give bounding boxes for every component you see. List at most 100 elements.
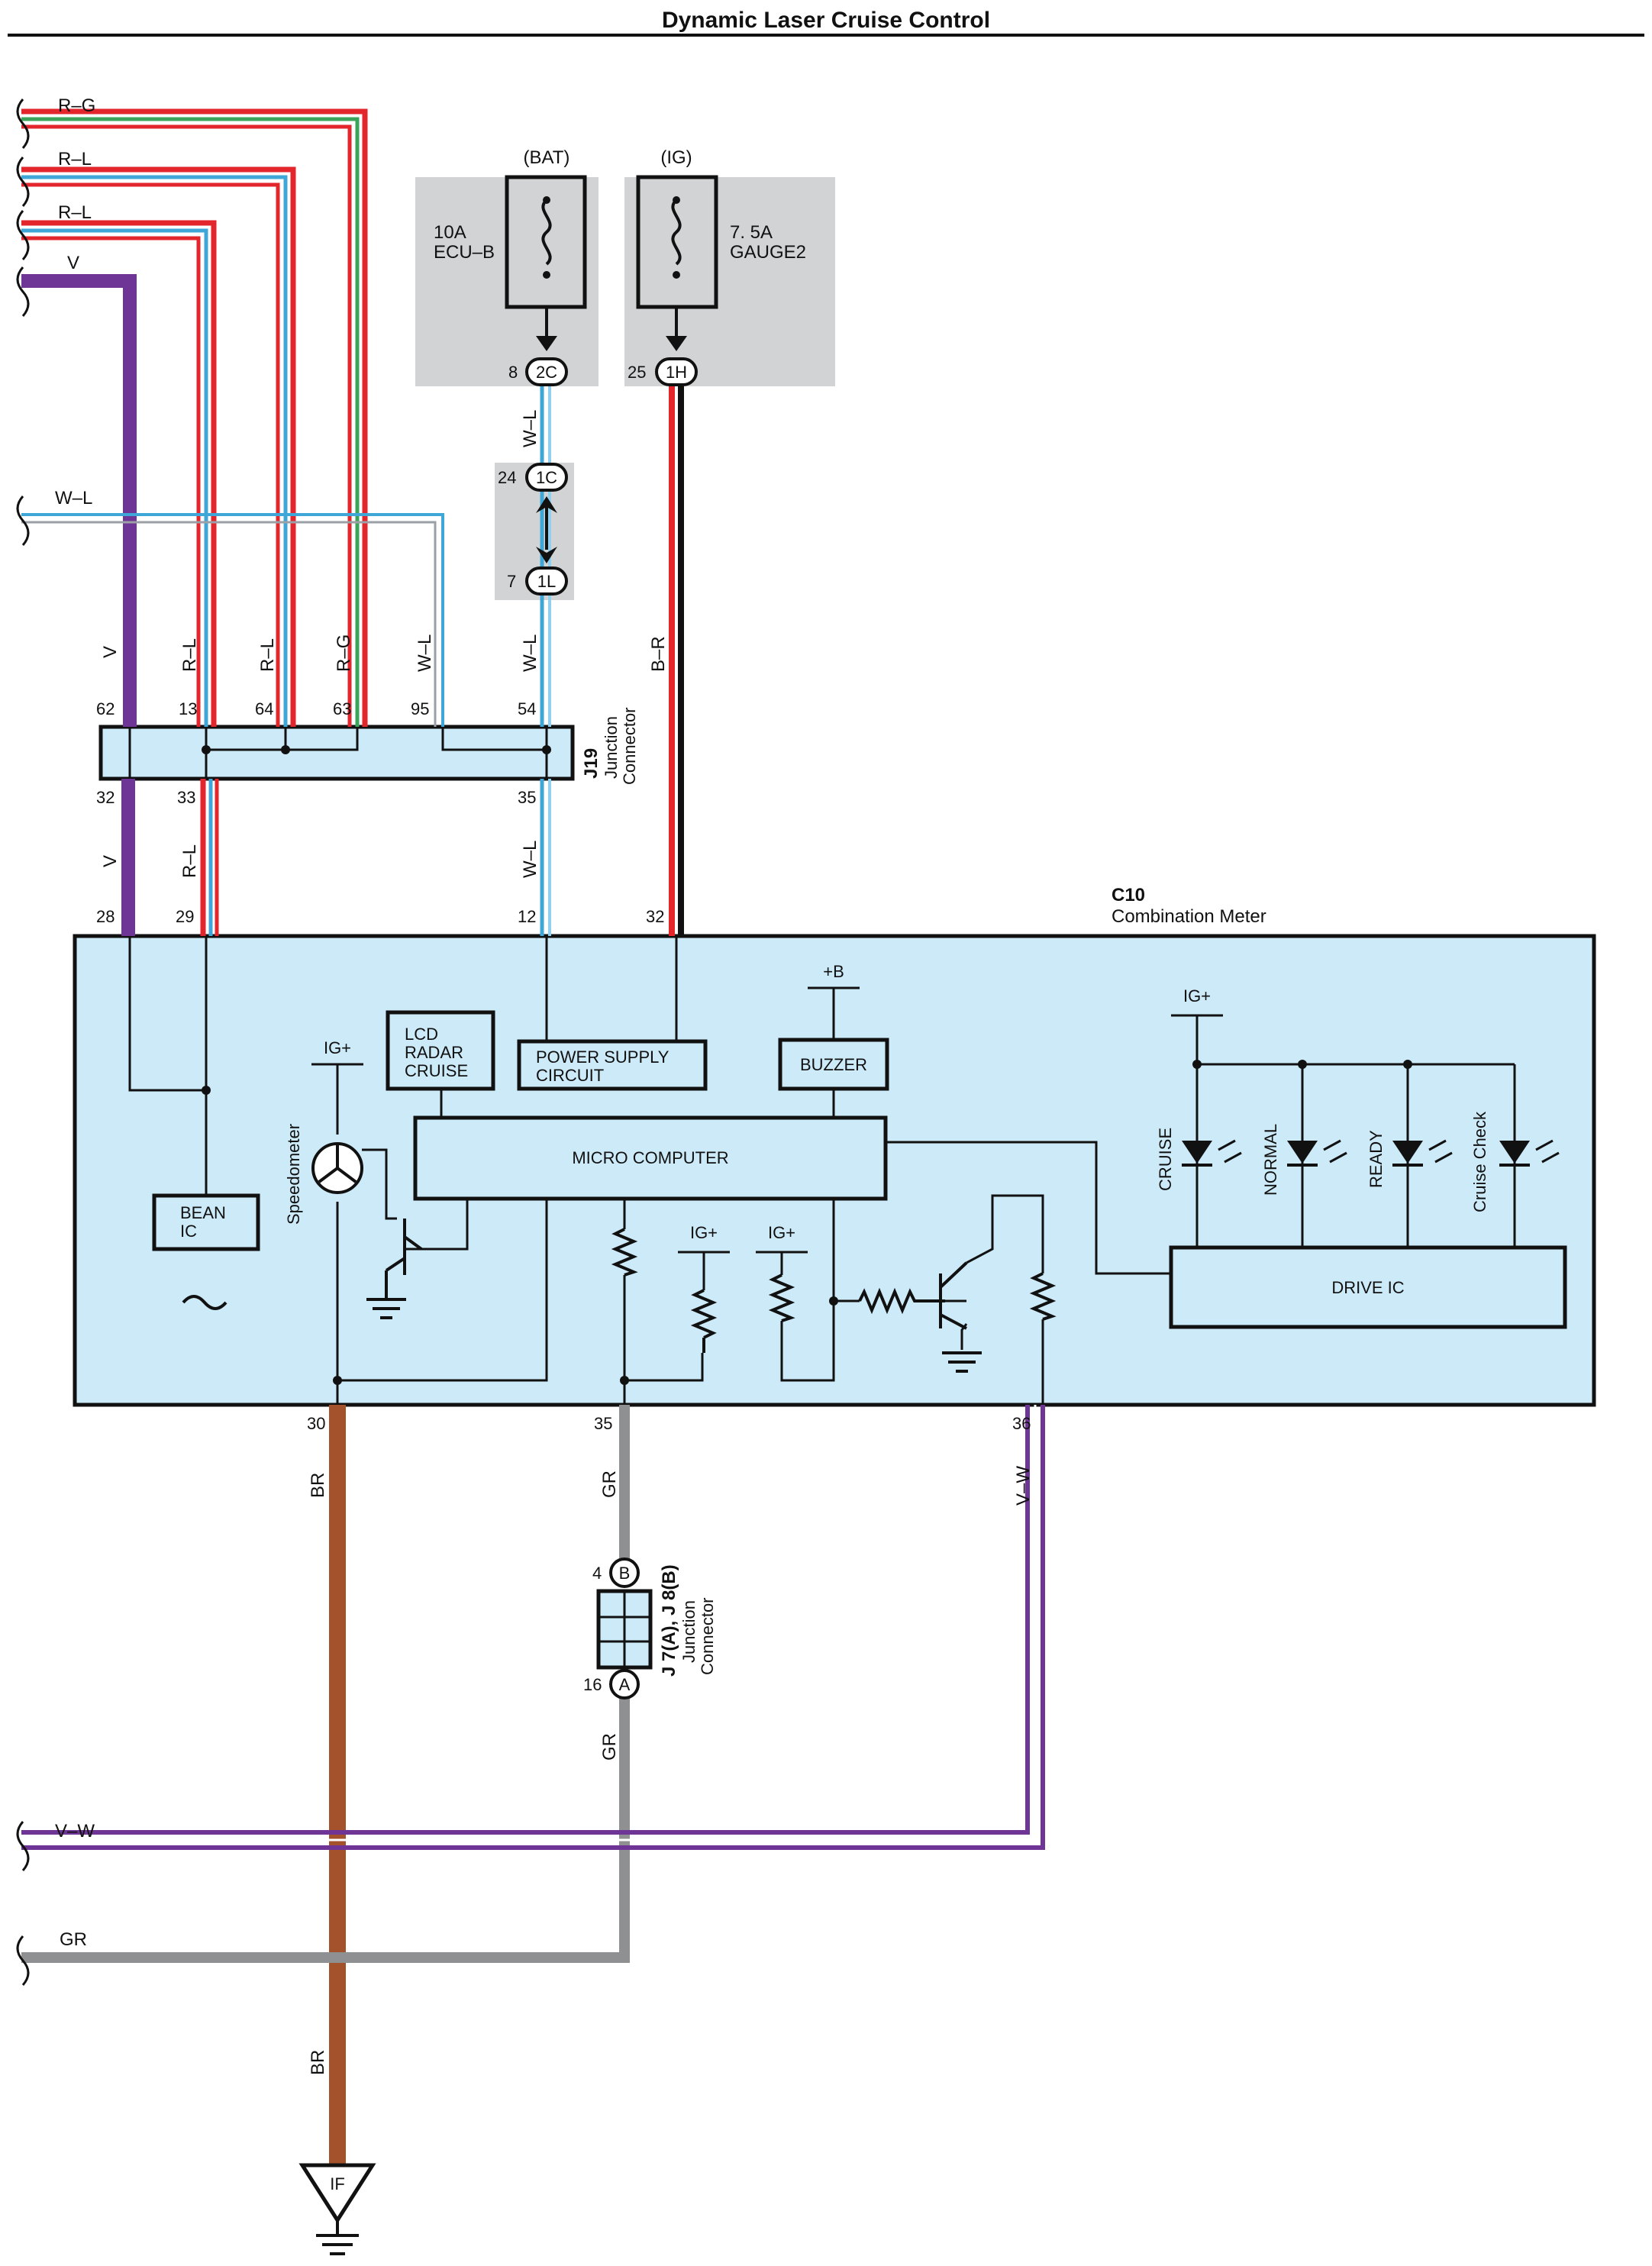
vlabel-gr-top: GR [599,1470,620,1498]
j19-pin-95: 95 [411,699,429,718]
wire-vw-violet-b [21,1405,1030,1835]
vlabel-br-bottom: BR [308,2050,328,2075]
wire-rg-green-stripe [21,117,360,727]
vlabel-rl-bottom: R–L [179,844,200,878]
drive-transistor [939,1261,968,1330]
lcd-radar-cruise-box [386,1010,495,1091]
label-wire-wl: W–L [55,488,92,508]
drive-transistor-c [939,1261,968,1289]
label-wire-rl1: R–L [58,202,92,223]
vlabel-rg: R–G [334,634,354,672]
meter-pin-30: 30 [307,1414,325,1433]
buzzer-box [778,1038,889,1091]
speedometer-gauge [311,1142,363,1194]
inline-arrow-up [536,496,557,513]
wire-gr-bottom [21,1687,630,1963]
fuse-bat-supply: (BAT) [524,147,570,168]
vlabel-rl2: R–L [257,638,278,672]
fuse-ig-arrow [666,336,687,351]
dot-ground [333,1376,342,1385]
wire-wl-left-white [21,521,437,727]
bean-line2: IC [180,1222,197,1241]
diagram-title: Dynamic Laser Cruise Control [662,8,990,33]
meter-pin-35: 35 [594,1414,612,1433]
ground-if-triangle [298,2163,376,2224]
meter-code: C10 [1112,885,1145,905]
micro-computer-box [413,1115,888,1201]
j19-pin-13: 13 [179,699,197,718]
dot-bean [202,1086,211,1095]
break-v [16,266,30,317]
micro-computer-label: MICRO COMPUTER [572,1148,728,1167]
j19-pin-54: 54 [518,699,536,718]
connector-2c [525,357,568,386]
j19-code: J19 [581,748,602,779]
wire-rl2-red-b [21,182,280,727]
j7-j8-junction: B 4 A 16 [583,1557,653,1700]
fuse-ig-node-bottom [673,271,680,279]
indicator-cruise: CRUISE [1156,1128,1175,1191]
indicator-leds [1182,1139,1560,1167]
j19-node-rl1 [202,745,211,754]
j19-pin-32: 32 [96,788,115,807]
wire-rl2-red [21,166,296,727]
meter-pin-36: 36 [1012,1414,1031,1433]
meter-junction-dots [202,1060,1412,1385]
power-supply-box [517,1039,708,1091]
connector-1h [655,357,698,386]
lcd-line3: CRUISE [405,1061,468,1080]
j19-bus-rl1-rl2 [205,727,287,751]
vlabel-v-top: V [100,646,121,658]
pin-24: 24 [498,468,516,487]
wire-rl1-blue [21,228,208,727]
vlabel-wl-bottom: W–L [520,841,540,878]
j7-conn-b-label: B [619,1564,631,1583]
led-check-rays [1535,1139,1560,1164]
wire-rl2-blue [21,175,288,727]
line-r1-ground [623,1275,704,1382]
j7-conn-b [609,1557,640,1588]
igp-r3: IG+ [768,1223,795,1242]
led-normal-icon [1287,1141,1318,1164]
bean-line1: BEAN [180,1203,226,1222]
j19-pin-64: 64 [255,699,273,718]
vlabel-v-bottom: V [100,855,121,867]
vlabel-br-gauge: B–R [648,636,669,672]
break-rl1 [16,210,30,260]
fuse-ecu-b: (BAT) 10A ECU–B 2C 8 [434,147,587,386]
igp-leds: IG+ [1183,986,1211,1005]
fuse-bat-arrow [536,336,557,351]
wire-vw-violet [21,1405,1045,1850]
j19-bus-wl [441,727,548,751]
meter-name: Combination Meter [1112,906,1266,927]
power-line2: CIRCUIT [536,1066,604,1085]
fuse-box-ig [624,177,835,386]
meter-pin-29: 29 [176,907,194,926]
connector-1h-label: 1H [666,363,687,382]
label-wire-rl2: R–L [58,149,92,169]
fuse-ig-element [671,199,682,266]
bean-signal-icon [182,1295,227,1310]
led-ready-icon [1392,1141,1423,1164]
dot-led-2 [1298,1060,1307,1069]
fuse-ig-name: GAUGE2 [730,242,806,263]
label-wire-v: V [67,253,79,273]
j7-code: J 7(A), J 8(B) [659,1564,679,1677]
wire-rl1-red [21,220,217,727]
vlabel-vw: V–W [1013,1466,1034,1506]
pin-8: 8 [508,363,518,382]
j7-conn-a [609,1669,640,1700]
speedometer-needle-2 [318,1167,339,1183]
led-cruise-icon [1182,1141,1212,1164]
power-line1: POWER SUPPLY [536,1047,670,1067]
connector-1l-label: 1L [537,572,556,591]
connector-1c [525,463,568,492]
wire-wl-left-blue [21,513,444,727]
vlabel-br-top: BR [308,1473,328,1498]
line-micro-transistor [405,1199,469,1251]
wire-v-top [21,274,137,727]
j19-node-rl2 [281,745,290,754]
igp-speedo: IG+ [324,1038,351,1057]
igp-r2: IG+ [690,1223,718,1242]
